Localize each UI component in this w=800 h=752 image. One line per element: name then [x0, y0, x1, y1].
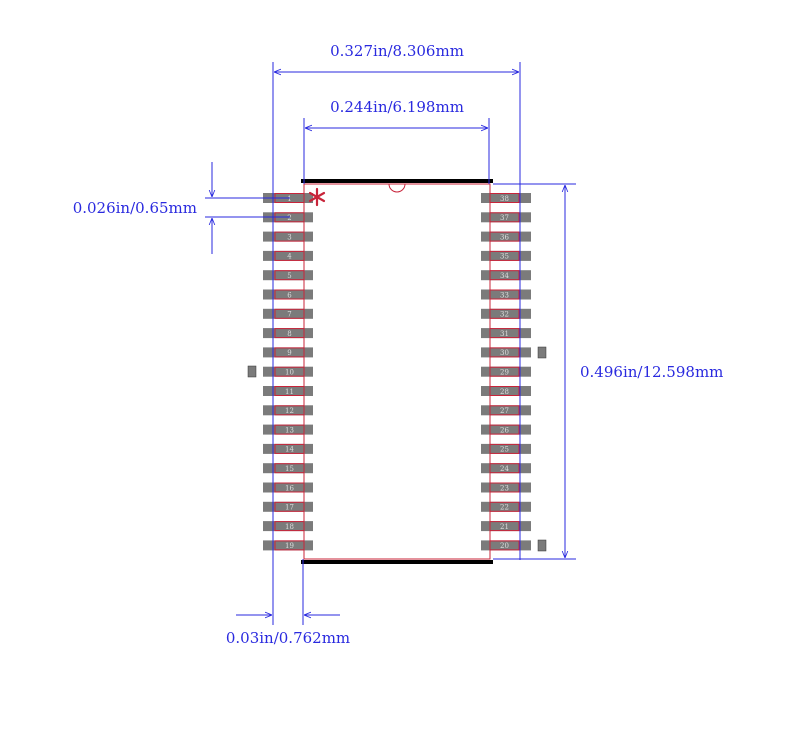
pin-number: 5 [287, 272, 291, 280]
pin-number: 7 [287, 311, 291, 319]
pin-number: 24 [500, 465, 509, 473]
pad-right-24: 24 [481, 463, 531, 474]
pin-number: 37 [500, 214, 509, 222]
pin-number: 30 [500, 349, 509, 357]
pin-number: 8 [287, 330, 291, 338]
pin-number: 34 [500, 272, 509, 280]
pad-group: 1234567891011121314151617181938373635343… [263, 193, 531, 551]
pin-number: 25 [500, 446, 509, 454]
pad-length-label: 0.03in/0.762mm [226, 629, 350, 647]
package-body-outline [303, 183, 491, 560]
pad-right-29: 29 [481, 366, 531, 377]
pin-number: 14 [285, 446, 294, 454]
pin-number: 11 [285, 388, 294, 396]
pad-left-13: 13 [263, 424, 313, 435]
pad-right-28: 28 [481, 386, 531, 396]
pad-right-38: 38 [481, 193, 531, 203]
pad-right-21: 21 [481, 521, 531, 532]
pin-number: 15 [285, 465, 294, 473]
pad-right-32: 32 [481, 308, 531, 319]
pin-number: 28 [500, 388, 509, 396]
side-marker-left [247, 365, 257, 378]
overall-width-label: 0.327in/8.306mm [330, 42, 464, 60]
pad-left-8: 8 [263, 328, 313, 339]
side-marker-right-top [537, 346, 547, 359]
pad-left-5: 5 [263, 270, 313, 281]
dimension-lines [205, 62, 576, 625]
pin-number: 32 [500, 311, 509, 319]
pad-right-36: 36 [481, 231, 531, 242]
pad-left-3: 3 [263, 231, 313, 242]
pad-left-7: 7 [263, 308, 313, 319]
pin1-notch [388, 183, 406, 193]
pin-number: 35 [500, 253, 509, 261]
pin-number: 22 [500, 504, 509, 512]
pin-number: 18 [285, 523, 294, 531]
pin-number: 31 [500, 330, 509, 338]
body-length-label: 0.496in/12.598mm [580, 363, 723, 381]
pin-number: 23 [500, 484, 509, 492]
pad-left-14: 14 [263, 443, 313, 454]
pad-right-33: 33 [481, 289, 531, 300]
pin-number: 6 [287, 291, 292, 299]
pad-right-22: 22 [481, 501, 531, 512]
pad-left-18: 18 [263, 521, 313, 532]
pin-number: 3 [287, 233, 291, 241]
pad-right-23: 23 [481, 482, 531, 493]
pad-left-11: 11 [263, 386, 313, 396]
pad-right-31: 31 [481, 328, 531, 339]
pin-number: 1 [287, 195, 291, 203]
pad-left-6: 6 [263, 289, 313, 300]
pin-number: 9 [287, 349, 291, 357]
pad-right-26: 26 [481, 424, 531, 435]
pin-number: 29 [500, 369, 509, 377]
pin-number: 20 [500, 542, 509, 550]
pad-right-25: 25 [481, 443, 531, 454]
pad-left-10: 10 [263, 366, 313, 377]
pad-left-4: 4 [263, 250, 313, 261]
pin-number: 17 [285, 504, 294, 512]
side-marker-right-bottom [537, 539, 547, 552]
pin-number: 26 [500, 426, 509, 434]
pad-right-27: 27 [481, 405, 531, 416]
pin-number: 21 [500, 523, 509, 531]
pad-left-15: 15 [263, 463, 313, 474]
pin-number: 27 [500, 407, 509, 415]
pad-left-12: 12 [263, 405, 313, 416]
pad-right-34: 34 [481, 270, 531, 281]
pin-number: 12 [285, 407, 294, 415]
pin-number: 36 [500, 233, 509, 241]
asterisk-icon [308, 187, 326, 207]
pin-number: 19 [285, 542, 294, 550]
pin-number: 16 [285, 484, 294, 492]
pad-right-37: 37 [481, 212, 531, 223]
pin-pitch-label: 0.026in/0.65mm [73, 199, 197, 217]
pad-left-19: 19 [263, 540, 313, 551]
pad-right-35: 35 [481, 250, 531, 261]
pad-right-20: 20 [481, 540, 531, 551]
pin-number: 38 [500, 195, 509, 203]
pin-number: 33 [500, 291, 509, 299]
pad-left-17: 17 [263, 501, 313, 512]
body-width-label: 0.244in/6.198mm [330, 98, 464, 116]
pin-number: 4 [287, 253, 292, 261]
pad-right-30: 30 [481, 347, 531, 358]
pad-left-9: 9 [263, 347, 313, 358]
pad-left-16: 16 [263, 482, 313, 493]
pin-number: 13 [285, 426, 294, 434]
pin-number: 10 [285, 369, 294, 377]
pin-number: 2 [287, 214, 291, 222]
